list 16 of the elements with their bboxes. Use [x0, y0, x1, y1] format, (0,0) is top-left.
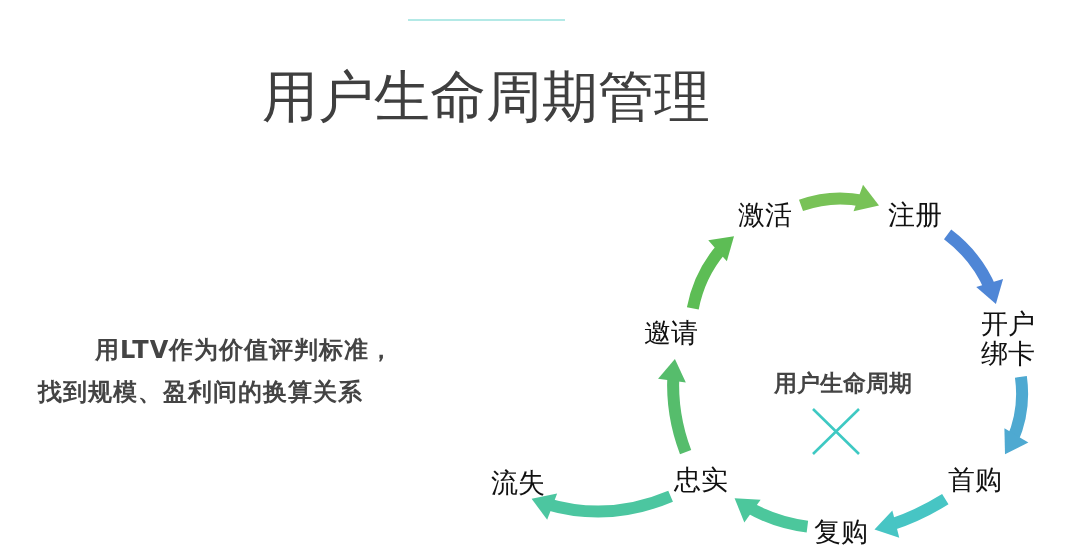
stage-label: 开户绑卡: [979, 309, 1037, 369]
center-label: 用户生命周期: [774, 369, 912, 397]
curved-arrow: [943, 229, 1003, 306]
curved-arrow: [658, 358, 692, 455]
curved-arrow: [529, 490, 673, 520]
stage-label: 忠实: [673, 464, 729, 496]
description-text: 用LTV作为价值评判标准，找到规模、盈利间的换算关系: [38, 335, 396, 408]
curved-arrow: [872, 494, 949, 538]
stage-label: 邀请: [643, 317, 699, 349]
curved-arrow: [799, 185, 881, 212]
stage-label: 复购: [813, 516, 869, 548]
stage-label: 流失: [490, 467, 546, 499]
stage-label: 首购: [947, 464, 1003, 496]
stage-label: 注册: [887, 199, 943, 231]
stage-label: 激活: [737, 199, 793, 231]
title: 用户生命周期管理: [262, 64, 710, 130]
